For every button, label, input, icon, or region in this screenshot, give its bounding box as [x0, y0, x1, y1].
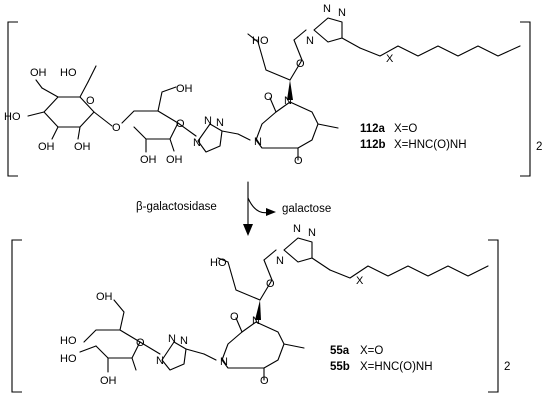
- bottom-structure: OH HO HO OH O N N N N N O O: [11, 223, 510, 393]
- bottom-deoxyribose: [217, 249, 277, 320]
- top-galactose-ring: [27, 65, 113, 140]
- bottom-triazole-up-n1: N: [293, 223, 301, 235]
- bottom-sugar-ring-o: O: [266, 278, 275, 290]
- bottom-thymine-o2: O: [230, 311, 239, 323]
- bottom-desc-b: X=HNC(O)NH: [360, 361, 433, 373]
- byproduct-label: galactose: [282, 203, 331, 215]
- bottom-right-bracket: [488, 239, 499, 393]
- top-gal-oh-4: OH: [38, 141, 55, 153]
- top-x-atom: X: [386, 53, 394, 65]
- top-thymine-ring: [255, 97, 339, 161]
- top-glc-oh-3: OH: [166, 154, 183, 166]
- bottom-x-atom: X: [356, 275, 364, 287]
- top-glc-oh-6: OH: [176, 83, 193, 95]
- bottom-left-bracket: [11, 239, 22, 393]
- bottom-lower-triazole: [161, 341, 217, 371]
- top-triazole-n1: N: [193, 137, 201, 149]
- top-gal-ho-3: HO: [4, 111, 21, 123]
- bottom-upper-triazole: [283, 237, 489, 279]
- top-lower-triazole: [197, 123, 251, 153]
- bottom-glc-oh-2: OH: [100, 375, 117, 387]
- bottom-triazole-n3: N: [180, 335, 188, 347]
- bottom-multiplier: 2: [504, 361, 510, 373]
- top-glucose-ring: [121, 86, 197, 153]
- reaction-arrow-group: β-galactosidase galactose: [136, 181, 331, 236]
- bottom-thymine-ring: [221, 317, 305, 381]
- bottom-triazole-n2: N: [168, 333, 176, 345]
- top-right-bracket: [520, 21, 531, 177]
- top-multiplier: 2: [536, 141, 542, 153]
- top-triazole-up-n3: N: [306, 35, 314, 47]
- top-thymine-n3: N: [254, 136, 262, 148]
- top-triazole-up-n2: N: [338, 7, 346, 19]
- top-gal-oh-5: OH: [74, 141, 91, 153]
- top-label-a: 112a: [360, 123, 386, 135]
- top-desc-a: X=O: [394, 123, 417, 135]
- top-triazole-up-n1: N: [323, 3, 331, 15]
- bottom-label-a: 55a: [330, 345, 350, 357]
- bottom-glc-ring-o: O: [136, 337, 145, 349]
- top-thymine-o2: O: [264, 91, 273, 103]
- top-thymine-n1: N: [284, 95, 292, 107]
- top-triazole-n2: N: [204, 115, 212, 127]
- top-glycosidic-o: O: [112, 122, 121, 134]
- top-structure: OH HO HO OH OH O O OH O OH OH N N N: [4, 3, 542, 177]
- top-thymine-o4: O: [294, 155, 303, 167]
- bottom-glucose-ring: [79, 299, 161, 373]
- top-desc-b: X=HNC(O)NH: [394, 139, 467, 151]
- bottom-glc-ho-3: HO: [60, 353, 77, 365]
- bottom-sugar-ho: HO: [210, 257, 227, 269]
- enzyme-label: β-galactosidase: [136, 201, 217, 213]
- reaction-arrowhead: [243, 224, 253, 236]
- top-sugar-ring-o: O: [296, 58, 305, 70]
- top-glc-oh-2: OH: [140, 154, 157, 166]
- byproduct-curve-arrowhead: [266, 208, 276, 216]
- bottom-triazole-n1: N: [156, 355, 164, 367]
- top-gal-ring-o: O: [86, 95, 95, 107]
- bottom-thymine-n3: N: [220, 356, 228, 368]
- top-triazole-n3: N: [216, 117, 224, 129]
- top-deoxyribose: [247, 29, 307, 100]
- top-left-bracket: [7, 21, 18, 177]
- top-gal-ho-2: HO: [60, 67, 77, 79]
- top-glc-ring-o: O: [176, 118, 185, 130]
- top-upper-triazole: [313, 17, 521, 57]
- bottom-thymine-o4: O: [260, 375, 269, 387]
- bottom-glc-oh-6: OH: [96, 291, 113, 303]
- top-gal-oh-1: OH: [30, 67, 47, 79]
- bottom-label-b: 55b: [330, 361, 350, 373]
- bottom-desc-a: X=O: [360, 345, 383, 357]
- top-sugar-ho: HO: [252, 35, 269, 47]
- bottom-triazole-up-n2: N: [308, 227, 316, 239]
- bottom-glc-ho-4: HO: [60, 335, 77, 347]
- top-label-b: 112b: [360, 139, 386, 151]
- bottom-thymine-n1: N: [252, 315, 260, 327]
- bottom-triazole-up-n3: N: [276, 255, 284, 267]
